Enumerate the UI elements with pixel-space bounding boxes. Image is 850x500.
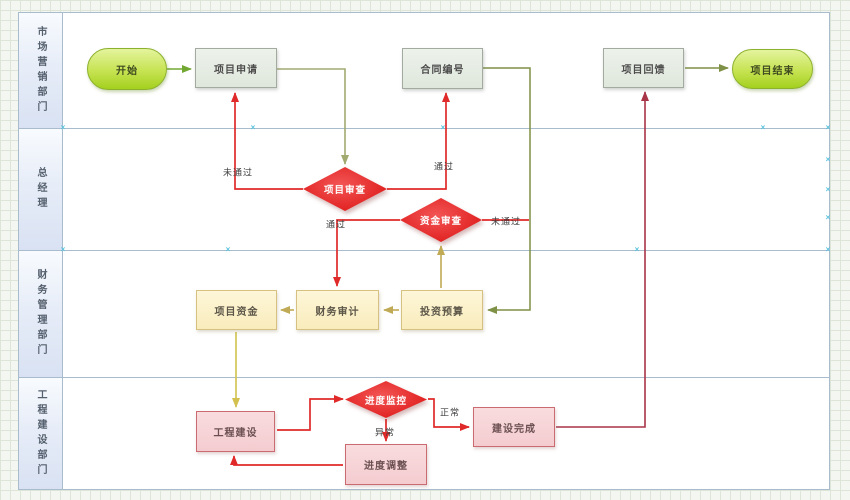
- lane-engineering-label: 工程建设部门: [35, 388, 46, 479]
- node-financial-audit[interactable]: 财务审计: [296, 290, 379, 330]
- selection-handle[interactable]: ×: [440, 123, 446, 132]
- node-project-apply[interactable]: 项目申请: [195, 48, 277, 88]
- edge-label-fund-pass: 通过: [325, 219, 347, 230]
- node-project-review[interactable]: 项目审查: [303, 167, 387, 211]
- selection-handle[interactable]: ×: [825, 213, 831, 222]
- lane-general-manager-label: 总经理: [35, 167, 46, 212]
- selection-handle[interactable]: ×: [825, 123, 831, 132]
- selection-handle[interactable]: ×: [225, 245, 231, 254]
- edge-review-apply-fail[interactable]: [231, 92, 303, 190]
- node-project-feedback[interactable]: 项目回馈: [603, 48, 684, 88]
- edge-monitor-complete-normal[interactable]: [428, 398, 470, 431]
- node-start[interactable]: 开始: [87, 48, 167, 90]
- node-fund-review-shape: 资金审查: [400, 198, 482, 242]
- edge-label-review-fail: 未通过: [222, 167, 254, 178]
- lane-finance-label: 财务管理部门: [35, 269, 46, 359]
- selection-handle[interactable]: ×: [825, 155, 831, 164]
- node-project-review-shape: 项目审查: [303, 167, 387, 211]
- lane-engineering-label-column: 工程建设部门: [19, 378, 63, 489]
- edge-construction-monitor[interactable]: [277, 395, 344, 431]
- edge-fundreview-audit-pass[interactable]: [333, 219, 400, 287]
- node-contract-number[interactable]: 合同编号: [402, 48, 483, 89]
- node-end[interactable]: 项目结束: [732, 49, 813, 89]
- edge-apply-review[interactable]: [277, 68, 349, 165]
- node-fund-review[interactable]: 资金审查: [400, 198, 482, 242]
- edge-adjust-construction[interactable]: [230, 455, 343, 466]
- edge-label-fund-fail: 未通过: [490, 216, 522, 227]
- node-construction-complete[interactable]: 建设完成: [473, 407, 555, 447]
- node-construction[interactable]: 工程建设: [196, 411, 275, 452]
- selection-handle[interactable]: ×: [760, 123, 766, 132]
- lane-engineering[interactable]: 工程建设部门: [18, 377, 830, 490]
- lane-marketing-label-column: 市场营销部门: [19, 13, 63, 128]
- selection-handle[interactable]: ×: [825, 245, 831, 254]
- selection-handle[interactable]: ×: [634, 245, 640, 254]
- node-progress-monitor-shape: 进度监控: [345, 381, 427, 418]
- edge-complete-feedback[interactable]: [556, 91, 649, 428]
- edge-review-contract-pass[interactable]: [387, 92, 450, 190]
- node-progress-adjust[interactable]: 进度调整: [345, 444, 427, 485]
- lane-general-manager-label-column: 总经理: [19, 129, 63, 250]
- node-investment-budget[interactable]: 投资预算: [401, 290, 483, 330]
- selection-handle[interactable]: ×: [825, 185, 831, 194]
- edge-label-review-pass: 通过: [433, 161, 455, 172]
- lane-finance-label-column: 财务管理部门: [19, 251, 63, 377]
- selection-handle[interactable]: ×: [60, 123, 66, 132]
- node-progress-monitor[interactable]: 进度监控: [345, 381, 427, 418]
- edge-contract-budget[interactable]: [483, 67, 531, 314]
- selection-handle[interactable]: ×: [60, 245, 66, 254]
- edge-label-monitor-normal: 正常: [439, 407, 461, 418]
- edge-label-monitor-abnormal: 异常: [374, 427, 396, 438]
- selection-handle[interactable]: ×: [250, 123, 256, 132]
- lane-marketing-label: 市场营销部门: [35, 25, 46, 116]
- node-project-funds[interactable]: 项目资金: [196, 290, 277, 330]
